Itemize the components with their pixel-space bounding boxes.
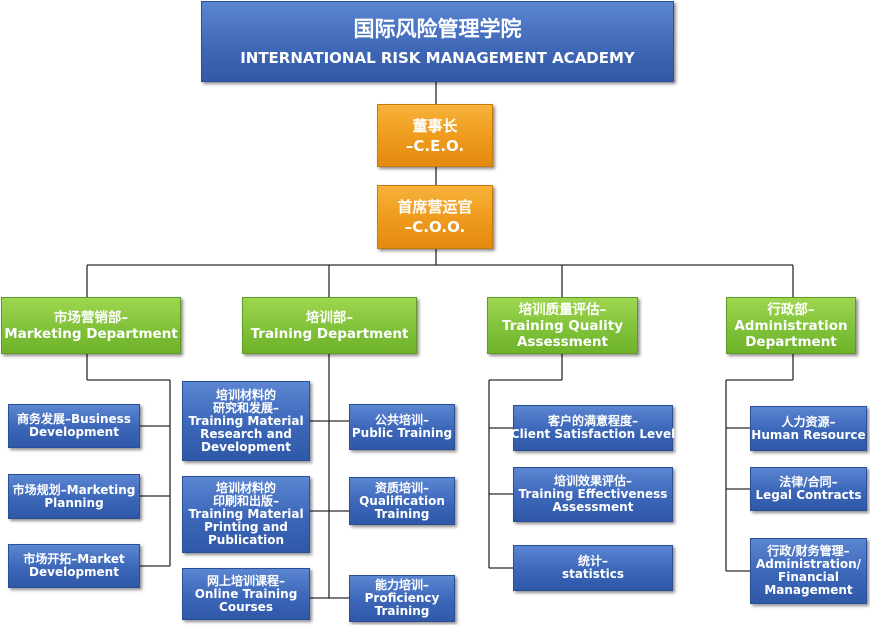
dept-quality: 培训质量评估– Training Quality Assessment xyxy=(487,297,638,354)
training-material-research: 培训材料的 研究和发展– Training Material Research … xyxy=(182,381,310,461)
dept-admin: 行政部– Administration Department xyxy=(726,297,856,354)
ceo-box: 董事长 –C.E.O. xyxy=(377,104,493,167)
academy-title-en: INTERNATIONAL RISK MANAGEMENT ACADEMY xyxy=(240,48,635,67)
admin-legal-contracts: 法律/合同– Legal Contracts xyxy=(750,467,867,511)
dept-marketing: 市场营销部– Marketing Department xyxy=(1,297,181,354)
coo-label-zh: 首席营运官 xyxy=(397,198,473,216)
training-proficiency: 能力培训– Proficiency Training xyxy=(349,575,455,622)
coo-box: 首席营运官 –C.O.O. xyxy=(377,185,493,249)
quality-client-satisfaction: 客户的满意程度– Client Satisfaction Level xyxy=(511,405,675,451)
training-online-courses: 网上培训课程– Online Training Courses xyxy=(182,568,310,620)
dept-training: 培训部– Training Department xyxy=(242,297,417,354)
admin-financial-management: 行政/财务管理– Administration/ Financial Manag… xyxy=(750,538,867,604)
admin-human-resource: 人力资源– Human Resource xyxy=(750,406,867,451)
academy-title-box: 国际风险管理学院 INTERNATIONAL RISK MANAGEMENT A… xyxy=(201,1,674,82)
academy-title-zh: 国际风险管理学院 xyxy=(353,16,522,41)
training-material-printing: 培训材料的 印刷和出版– Training Material Printing … xyxy=(182,476,310,553)
training-public: 公共培训– Public Training xyxy=(349,404,455,450)
marketing-market-development: 市场开拓–Market Development xyxy=(8,544,140,588)
training-qualification: 资质培训– Qualification Training xyxy=(349,477,455,525)
marketing-business-development: 商务发展–Business Development xyxy=(8,404,140,448)
ceo-label-en: –C.E.O. xyxy=(405,136,465,155)
coo-label-en: –C.O.O. xyxy=(404,218,466,236)
ceo-label-zh: 董事长 xyxy=(412,116,458,135)
quality-training-effectiveness: 培训效果评估– Training Effectiveness Assessmen… xyxy=(513,467,673,522)
quality-statistics: 统计– statistics xyxy=(513,545,673,591)
marketing-planning: 市场规划–Marketing Planning xyxy=(8,474,140,519)
